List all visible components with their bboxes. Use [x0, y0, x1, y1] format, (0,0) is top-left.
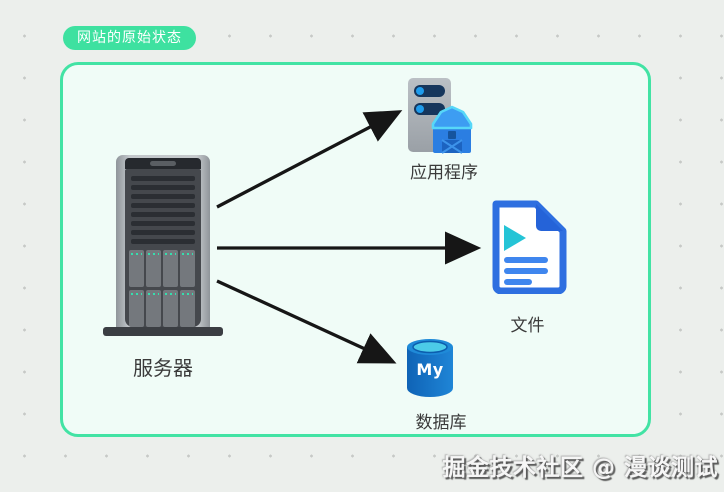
watermark: 掘金技术社区 @ 漫谈测试 [442, 455, 718, 481]
file-label: 文件 [510, 316, 545, 336]
server-front-panel [125, 169, 201, 327]
database-cylinder [407, 339, 453, 397]
drive-bay [146, 250, 161, 287]
server-handle [150, 161, 176, 166]
drive-bay [146, 290, 161, 327]
drive-bay [180, 290, 195, 327]
server-label: 服务器 [133, 356, 193, 380]
application-icon [408, 78, 478, 156]
drive-bay [163, 290, 178, 327]
play-icon [504, 225, 526, 251]
barn-icon [431, 105, 473, 154]
application-label: 应用程序 [410, 163, 478, 183]
title-badge: 网站的原始状态 [63, 26, 196, 50]
title-badge-label: 网站的原始状态 [77, 30, 182, 46]
server-vent-slats [131, 176, 195, 244]
server-drive-bays [125, 250, 201, 327]
database-label: 数据库 [415, 413, 467, 433]
drive-bay [163, 250, 178, 287]
document-icon [492, 200, 567, 294]
drive-bay [129, 290, 144, 327]
server-base [103, 327, 223, 336]
toggle-switch-icon [414, 85, 445, 97]
server-chassis [116, 155, 210, 333]
database-icon: My [405, 338, 455, 398]
drive-bay [180, 250, 195, 287]
toggle-switch-icon [414, 103, 445, 115]
page-fold [536, 204, 563, 231]
drive-bay [129, 250, 144, 287]
server-top-cap [125, 158, 201, 169]
server-icon [103, 155, 223, 345]
mysql-text: My [416, 360, 444, 379]
